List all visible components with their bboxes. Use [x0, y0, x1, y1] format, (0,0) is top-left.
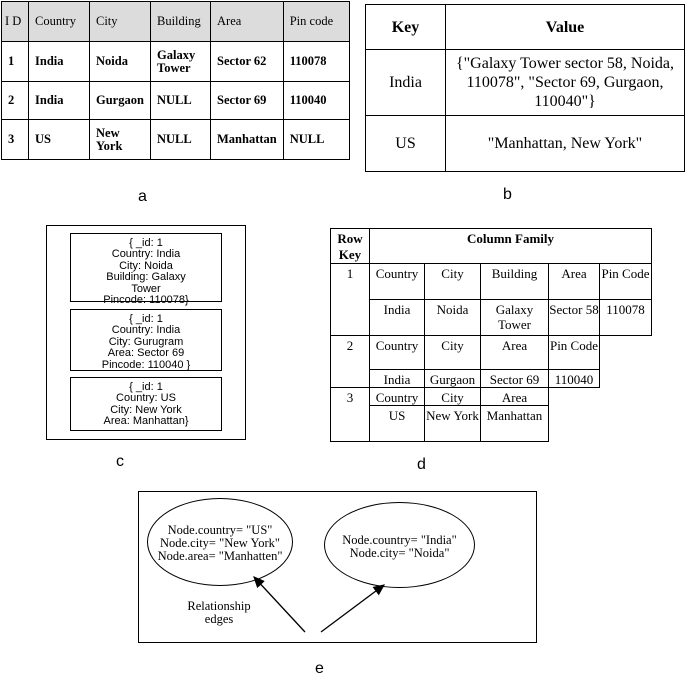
column-name-row: 3 Country City Area	[330, 387, 652, 442]
cell-building: NULL	[150, 81, 211, 120]
graph-node-india: Node.country= "India" Node.city= "Noida"	[324, 502, 475, 588]
column-value: India	[369, 369, 425, 388]
column-name: City	[424, 335, 481, 370]
cell-value: {"Galaxy Tower sector 58, Noida, 110078"…	[445, 49, 685, 116]
column-value: Manhattan	[480, 405, 549, 442]
table-header-row: Row Key Column Family	[330, 228, 652, 264]
cell-country: India	[28, 81, 90, 120]
column-name: Building	[480, 263, 549, 300]
document-store-panel: { _id: 1 Country: India City: Noida Buil…	[46, 225, 246, 440]
column-family-table: Row Key Column Family 1 Country City Bui…	[330, 228, 652, 442]
column-name-row: 1 Country City Building Area Pin Code	[330, 263, 652, 336]
table-row: 2 India Gurgaon NULL Sector 69 110040	[1, 81, 350, 120]
cell-area: Sector 62	[210, 41, 284, 82]
graph-node-us: Node.country= "US" Node.city= "New York"…	[147, 498, 293, 586]
cell-value: "Manhattan, New York"	[445, 115, 685, 172]
cell-country: India	[28, 41, 90, 82]
column-name: Country	[369, 335, 425, 370]
caption-d: d	[417, 456, 426, 473]
cell-city: New York	[89, 119, 151, 160]
document-box: { _id: 1 Country: India City: Gurugram A…	[70, 309, 222, 371]
column-name: City	[424, 263, 481, 300]
cell-pin-code: 110040	[282, 81, 350, 120]
cell-building: NULL	[150, 119, 211, 160]
column-name: Pin Code	[548, 335, 600, 370]
column-value: US	[369, 405, 425, 442]
column-name: Country	[369, 387, 425, 406]
column-value: Noida	[424, 299, 481, 336]
table-header-row: Key Value	[365, 4, 685, 50]
column-value: Gurgaon	[424, 369, 481, 388]
edge-arrow-left	[253, 576, 306, 633]
column-value: Sector 69	[480, 369, 549, 388]
table-row: US "Manhattan, New York"	[365, 115, 685, 172]
column-value-row: India Noida Galaxy Tower Sector 58 11007…	[331, 299, 652, 336]
column-family-header: Column Family	[369, 228, 652, 264]
header-area: Area	[210, 1, 284, 42]
table-row: 1 India Noida Galaxy Tower Sector 62 110…	[1, 41, 350, 82]
cell-id: 3	[1, 119, 29, 160]
column-name: City	[424, 387, 481, 406]
cell-area: Sector 69	[210, 81, 284, 120]
document-box: { _id: 1 Country: US City: New York Area…	[70, 377, 222, 431]
header-id: I D	[1, 1, 29, 42]
cell-key: India	[365, 49, 446, 116]
column-value: Sector 58	[548, 299, 600, 336]
column-name: Country	[369, 263, 425, 300]
cell-key: US	[365, 115, 446, 172]
column-value: New York	[424, 405, 481, 442]
caption-e: e	[315, 660, 324, 677]
table-header-row: I D Country City Building Area Pin code	[1, 1, 350, 42]
edge-label: Relationship edges	[187, 599, 251, 626]
table-row: 3 US New York NULL Manhattan NULL	[1, 119, 350, 160]
relational-table: I D Country City Building Area Pin code …	[1, 1, 350, 160]
cell-city: Gurgaon	[89, 81, 151, 120]
header-pin-code: Pin code	[282, 1, 350, 42]
column-value: 110040	[548, 369, 600, 388]
edge-arrow-right	[320, 584, 386, 633]
row-key-header: Row Key	[330, 228, 370, 264]
header-key: Key	[365, 4, 446, 50]
header-value: Value	[445, 4, 685, 50]
row-key: 2	[330, 335, 370, 388]
cell-area: Manhattan	[210, 119, 284, 160]
header-country: Country	[28, 1, 90, 42]
relationship-edges	[253, 576, 386, 633]
column-value-row: US New York Manhattan	[331, 405, 652, 442]
document-box: { _id: 1 Country: India City: Noida Buil…	[70, 233, 222, 306]
cell-id: 1	[1, 41, 29, 82]
column-value: India	[369, 299, 425, 336]
key-value-table: Key Value India {"Galaxy Tower sector 58…	[365, 4, 685, 172]
caption-a: a	[138, 188, 147, 205]
column-name: Area	[480, 387, 549, 406]
column-value: 110078	[599, 299, 652, 336]
cell-id: 2	[1, 81, 29, 120]
header-city: City	[89, 1, 151, 42]
column-name: Pin Code	[599, 263, 652, 300]
column-name: Area	[548, 263, 600, 300]
caption-b: b	[503, 186, 512, 203]
row-key: 3	[330, 387, 370, 442]
caption-c: c	[116, 453, 124, 470]
cell-pin-code: 110078	[282, 41, 350, 82]
header-building: Building	[150, 1, 211, 42]
column-name-row: 2 Country City Area Pin Code	[330, 335, 652, 388]
cell-city: Noida	[89, 41, 151, 82]
graph-panel: Node.country= "US" Node.city= "New York"…	[138, 491, 537, 643]
column-value-row: India Gurgaon Sector 69 110040	[331, 369, 652, 388]
cell-building: Galaxy Tower	[150, 41, 211, 82]
table-row: India {"Galaxy Tower sector 58, Noida, 1…	[365, 49, 685, 116]
row-key: 1	[330, 263, 370, 336]
cell-pin-code: NULL	[282, 119, 350, 160]
column-value: Galaxy Tower	[480, 299, 549, 336]
cell-country: US	[28, 119, 90, 160]
column-name: Area	[480, 335, 549, 370]
